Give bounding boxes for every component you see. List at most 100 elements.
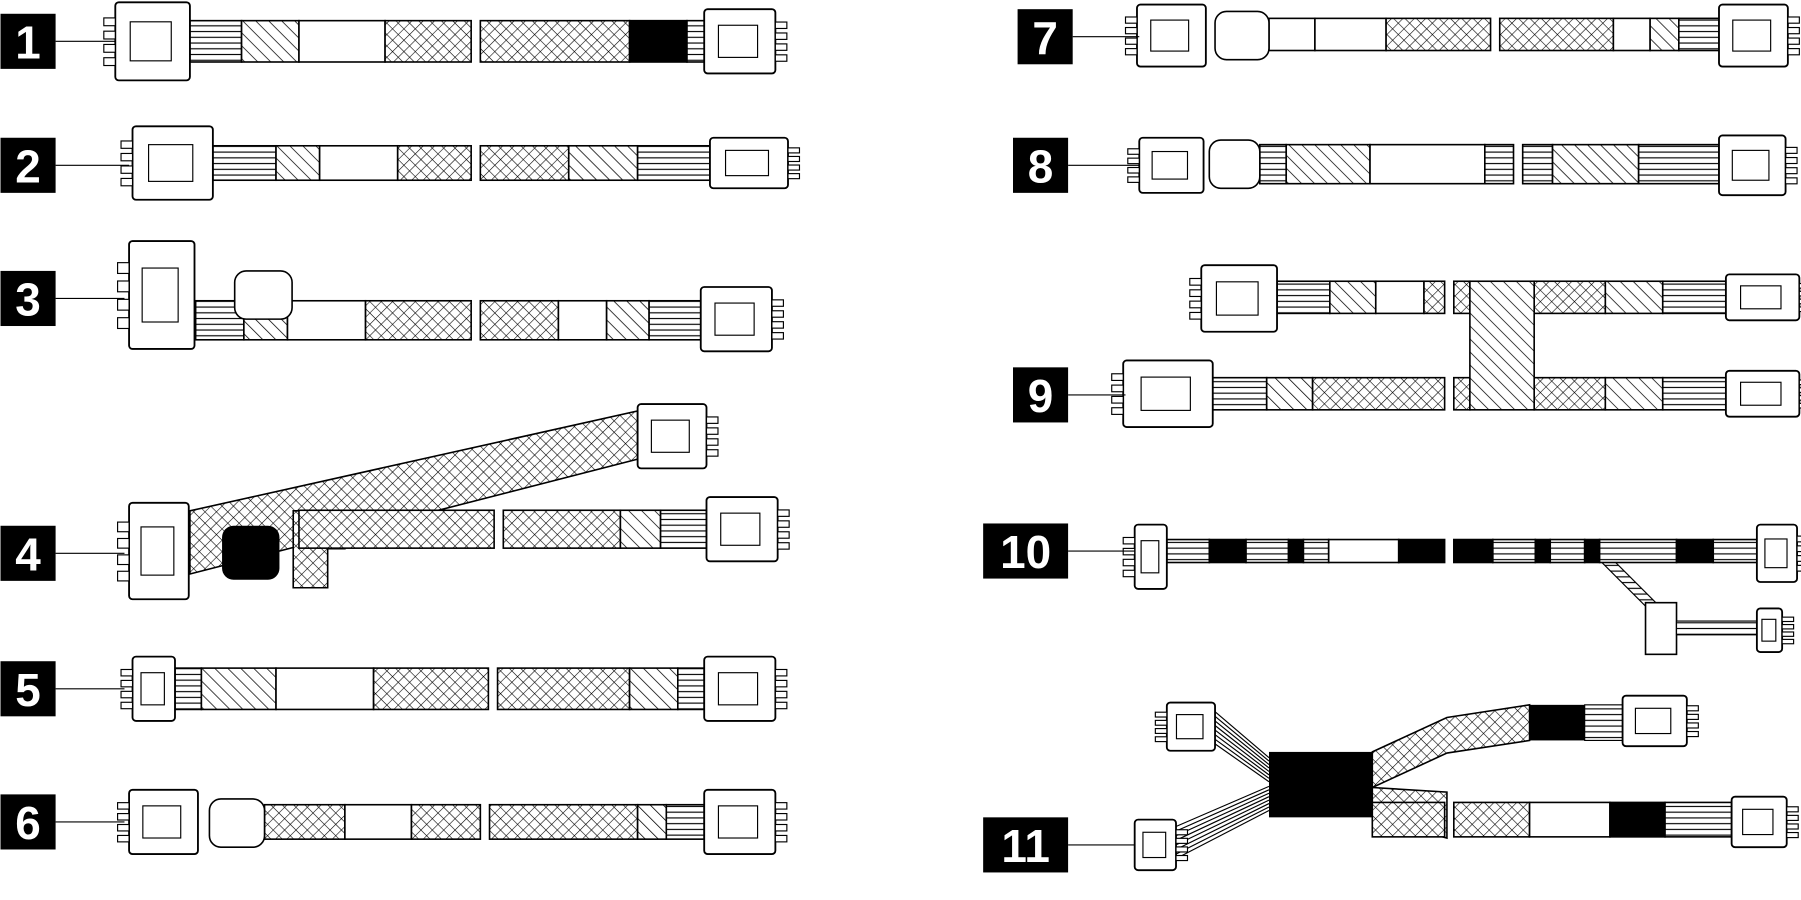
cable-branch xyxy=(1371,703,1531,789)
cable-segment xyxy=(1534,538,1552,564)
connector-body xyxy=(128,240,196,350)
callout-11: 11 xyxy=(983,817,1135,873)
cable-junction xyxy=(1469,280,1535,411)
cable-segment xyxy=(344,803,413,840)
connector-pin xyxy=(1124,48,1138,56)
connector-pin xyxy=(1122,569,1136,578)
connector-pin xyxy=(1781,631,1795,637)
cable-segment xyxy=(364,299,472,341)
connector-body xyxy=(709,136,789,190)
cable-segment xyxy=(1712,538,1758,564)
cable-segment xyxy=(1678,17,1720,52)
cable-segment xyxy=(636,803,668,840)
connector-pin xyxy=(1798,379,1801,386)
cable-segment xyxy=(240,19,300,63)
cable-segment xyxy=(384,19,472,63)
cable-segment xyxy=(1374,280,1425,315)
cable-segment xyxy=(557,299,608,341)
connector-pin xyxy=(1124,26,1138,35)
callouts: 1 2 3 4 5 6 7 8 9 10 11 xyxy=(0,9,1140,873)
connector-pin xyxy=(120,177,134,187)
connector-pin xyxy=(117,813,130,821)
connector-latch xyxy=(1740,381,1782,406)
connector-pin xyxy=(103,57,116,67)
callout-number: 4 xyxy=(15,529,41,581)
connector-pin xyxy=(1122,536,1136,545)
connector-body xyxy=(699,286,773,353)
connector-pin xyxy=(1127,166,1140,174)
connector-pin xyxy=(1786,823,1799,830)
connector-pin xyxy=(1124,37,1138,45)
connector-body xyxy=(1730,795,1788,849)
connector-pin xyxy=(777,542,790,550)
callout-number: 7 xyxy=(1032,12,1058,64)
connector-pin xyxy=(1189,311,1202,320)
cable-4 xyxy=(117,403,790,601)
connector-body xyxy=(131,655,176,722)
cable-6 xyxy=(117,788,788,856)
connector-pin xyxy=(774,21,788,30)
cable-segment xyxy=(1371,801,1446,838)
connector-pin xyxy=(774,701,788,710)
connector-latch xyxy=(1175,714,1204,740)
cable-segment xyxy=(1302,538,1330,564)
wire xyxy=(1214,715,1270,762)
connector-body xyxy=(128,788,199,856)
connector-body xyxy=(1133,818,1177,872)
cable-segment xyxy=(212,144,277,182)
cable-segment xyxy=(1649,17,1680,52)
wire xyxy=(1175,809,1270,860)
connector-pin xyxy=(1175,829,1189,836)
connector-pin xyxy=(1785,167,1798,175)
wire xyxy=(1175,789,1270,832)
connector-pin xyxy=(120,152,134,162)
cable-segment xyxy=(1453,538,1494,564)
connector-latch xyxy=(1742,808,1774,836)
cable-11 xyxy=(1133,694,1799,872)
connector-pin xyxy=(1785,146,1798,154)
cable-segment xyxy=(1584,704,1624,742)
connector-pin xyxy=(705,449,719,457)
cable-segment xyxy=(628,667,679,711)
connector-latch xyxy=(720,512,761,546)
cable-segment xyxy=(1549,538,1586,564)
connector-pin xyxy=(705,438,719,446)
connector-latch xyxy=(129,21,172,62)
cable-segment xyxy=(174,667,203,711)
connector-pin xyxy=(1798,306,1801,313)
callout-number: 6 xyxy=(15,797,41,849)
cable-segment xyxy=(1327,538,1400,564)
cable-segment xyxy=(1397,538,1446,564)
cable-segment xyxy=(1612,17,1651,52)
connector-pin xyxy=(1154,728,1168,734)
connector-pin xyxy=(771,299,784,307)
callout-number: 9 xyxy=(1028,370,1054,422)
connector-pin xyxy=(774,43,788,51)
cable-segment xyxy=(298,509,495,549)
connector-latch xyxy=(1215,281,1259,316)
connector-pin xyxy=(1796,545,1801,553)
cable-segment xyxy=(275,144,321,182)
cable-segment xyxy=(1583,538,1601,564)
connector-latch xyxy=(1151,150,1189,180)
cable-label-tag xyxy=(208,798,266,848)
cable-segment xyxy=(263,803,346,840)
cable-segment xyxy=(502,509,622,549)
cable-segment xyxy=(1551,143,1640,185)
cable-segment xyxy=(1453,376,1471,411)
connector-pin xyxy=(774,679,788,688)
connector-pin xyxy=(1154,719,1168,726)
connector-latch xyxy=(1150,19,1190,52)
connector-pin xyxy=(705,416,719,424)
cable-segment xyxy=(1259,143,1288,185)
cable-segment xyxy=(1598,538,1678,564)
wire xyxy=(1175,806,1270,855)
cable-segment xyxy=(605,299,650,341)
connector-pin xyxy=(777,531,790,539)
connector-pin xyxy=(117,521,130,533)
cable-segment xyxy=(1265,376,1314,411)
cable-segment xyxy=(1385,17,1492,52)
callout-8: 8 xyxy=(1013,137,1140,193)
connector-latch xyxy=(717,24,759,58)
cable-5 xyxy=(120,655,788,722)
